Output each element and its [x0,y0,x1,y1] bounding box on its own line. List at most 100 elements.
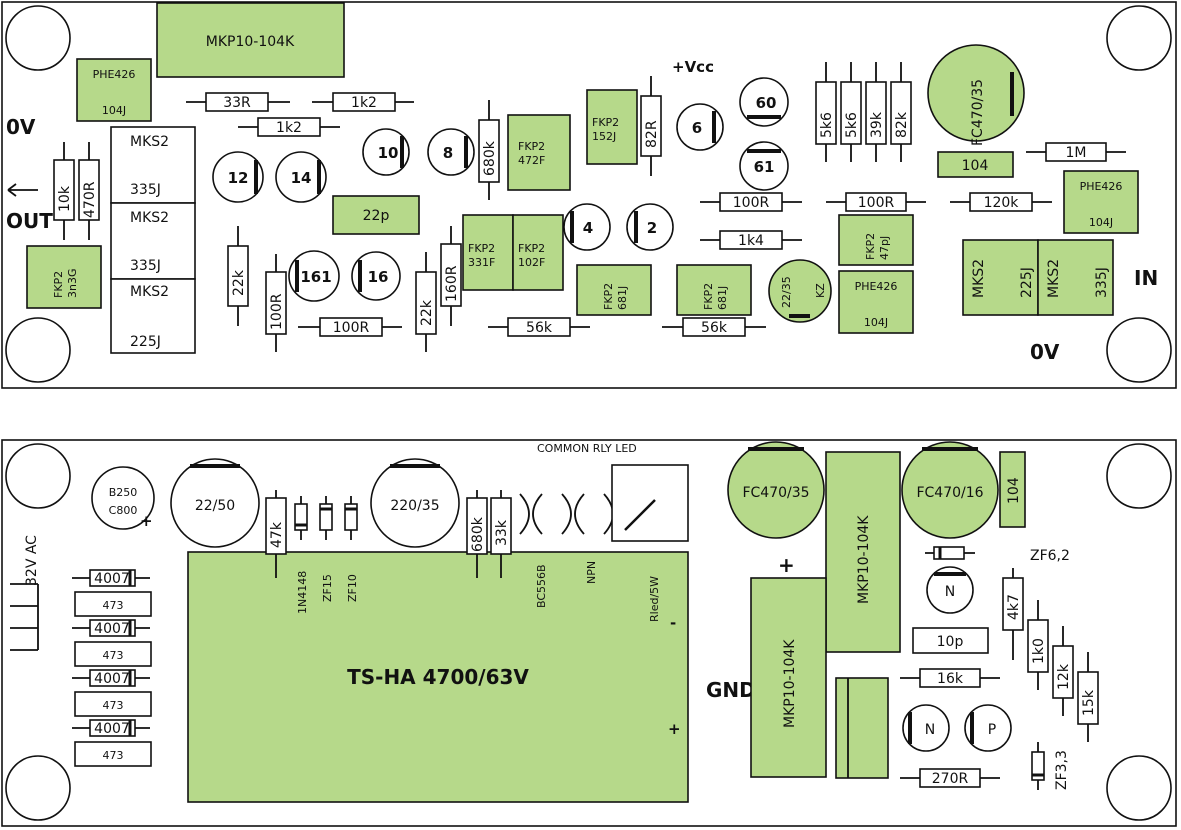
arrow-left-icon [7,183,38,197]
capacitor-electrolytic-fc470-16: FC470/16 [901,441,999,539]
capacitor-fkp2 [586,89,638,165]
capacitor-value: 102F [518,256,545,269]
bridge-rectifier: B250 C800 + [91,466,155,530]
resistor-10k [53,159,75,221]
mounting-hole [5,5,71,71]
zener-zf6-2 [925,546,975,560]
capacitor-label: MKS2 [130,210,169,226]
capacitor-value: 335J [130,182,161,198]
capacitor-value: 47pJ [878,236,891,260]
resistor-100r [319,317,383,337]
label-in: IN [1134,266,1158,290]
resistor-label: 56k [526,320,553,336]
svg-text:4k7: 4k7 [1006,594,1022,620]
resistor-label: 47k [269,521,285,548]
capacitor-473 [74,591,152,617]
svg-text:61: 61 [754,158,775,176]
svg-text:82k: 82k [894,111,910,138]
capacitor-label: FKP2 [468,242,495,255]
resistor-label: 100R [333,320,370,336]
capacitor-mks2 [110,278,196,354]
resistor-label: 82R [644,120,660,148]
resistor-label: 1k2 [276,120,302,136]
capacitor-fkp2 [507,114,571,191]
capacitor-fkp2 [576,264,652,316]
capacitor-label: FKP2 [518,140,545,153]
capacitor-label: 104 [962,158,989,174]
mounting-hole [5,755,71,821]
resistor-label: 56k [701,320,728,336]
heatsink [835,677,889,779]
capacitor-label: MKP10-104K [782,639,798,728]
capacitor-value: 331F [468,256,495,269]
capacitor-phe426 [76,58,152,122]
bottom-board: 32V AC B250 C800 + 4007 473 4007 473 400… [1,439,1177,827]
label-zf10: ZF10 [346,574,359,602]
label-npn: NPN [585,561,598,584]
transistor-2: 2 [626,203,674,251]
capacitor-value: 104J [102,104,126,117]
capacitor-electrolytic-22-35: 22/35 KZ [768,259,832,323]
resistor-82r [640,95,662,157]
capacitor-label: 10p [937,634,964,650]
mounting-hole [1106,755,1172,821]
resistor-22k [227,245,249,307]
resistor-160r [440,243,462,307]
svg-text:4007: 4007 [94,621,130,637]
capacitor-value: 104J [1089,216,1113,229]
capacitor-label: FKP2 [602,283,615,310]
label-out: OUT [6,209,53,233]
resistor-label: 33k [494,519,510,546]
capacitor-473 [74,641,152,667]
resistor-1k4 [719,230,783,250]
svg-text:4007: 4007 [94,671,130,687]
capacitor-value: 472F [518,154,545,167]
resistor-label: 680k [482,140,498,176]
capacitor-label: FKP2 [52,271,65,298]
resistor-1k0: 1k0 [1027,600,1049,690]
capacitor-label: PHE426 [93,68,136,81]
capacitor-mks2 [1037,239,1114,316]
resistor-47k [265,497,287,555]
transistor-4: 4 [563,203,611,251]
svg-text:C800: C800 [109,504,138,517]
resistor-label: 470R [82,181,98,218]
capacitor-label: 473 [103,699,124,712]
capacitor-22p [332,195,420,235]
label-0v-left: 0V [6,115,36,139]
resistor-56k [507,317,571,337]
capacitor-phe426 [1063,170,1139,234]
zener-zf15 [319,496,333,540]
zener-zf3-3 [1031,742,1045,790]
svg-text:6: 6 [692,119,702,137]
polarity-minus: - [670,614,676,632]
capacitor-electrolytic-22-50: 22/50 [170,458,260,548]
resistor-1k2 [257,117,321,137]
resistor-label: 120k [984,195,1020,211]
label-ac: 32V AC [24,535,40,586]
resistor-label: 1k4 [738,233,764,249]
mounting-hole [1106,443,1172,509]
label-gnd: GND [706,678,756,702]
resistor-label: 22k [231,269,247,296]
svg-text:FC470/16: FC470/16 [916,485,983,501]
capacitor-electrolytic-220-35: 220/35 [370,458,460,548]
resistor-label: 10k [57,185,73,212]
mounting-hole [5,443,71,509]
capacitor-label: PHE426 [1080,180,1123,193]
zener-zf10 [344,496,358,540]
capacitor-mkp10 [156,2,345,78]
svg-text:15k: 15k [1081,689,1097,716]
capacitor-value: 335J [1094,267,1110,298]
polarity-plus: + [668,720,681,738]
svg-text:N: N [945,584,955,600]
resistor-100r [719,192,783,212]
mounting-hole [1106,317,1172,383]
relay [611,464,689,542]
svg-text:220/35: 220/35 [390,498,439,514]
resistor-39k: 39k [865,62,887,162]
capacitor-mkp10 [750,577,827,778]
transistor-n: N [902,704,950,752]
label-rled: Rled/5W [648,576,661,622]
transistor-16: 16 [351,251,401,301]
